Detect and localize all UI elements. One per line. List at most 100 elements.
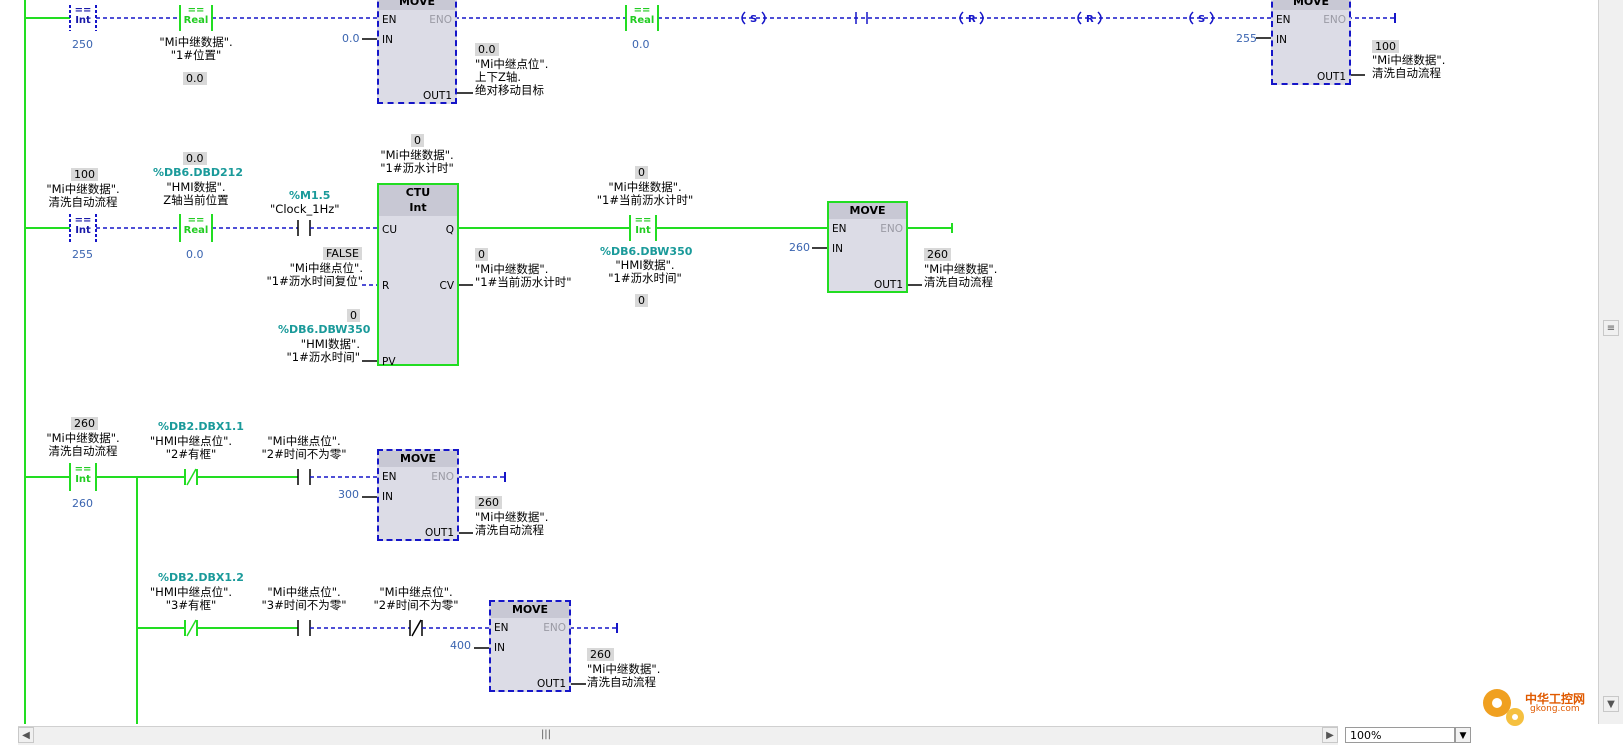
block-title: MOVE: [379, 0, 455, 10]
move-out-value: 260: [924, 248, 951, 261]
move2-out-value: 100: [1372, 40, 1399, 53]
block-title: MOVE: [379, 451, 457, 467]
compare-eq-real-contact-2[interactable]: ==Real: [629, 5, 655, 26]
compare-value-2: 0.0: [632, 38, 650, 51]
pin-in: IN: [382, 34, 393, 46]
clock-tag: "Clock_1Hz": [270, 202, 340, 216]
compare-value: 260: [72, 497, 93, 510]
move-in-value: 300: [338, 488, 359, 501]
compare-tag: "Mi中继数据". 清洗自动流程: [46, 182, 120, 209]
compare-eq-int-contact[interactable]: ==Int: [74, 5, 92, 26]
real-tag: "HMI数据". Z轴当前位置: [163, 180, 229, 207]
ctu-pv-value: 0: [347, 309, 360, 322]
logo-url: gkong.com: [1530, 704, 1580, 714]
move-block-2[interactable]: MOVE EN ENO IN OUT1: [1271, 0, 1351, 85]
pin-eno: ENO: [429, 14, 452, 26]
pin-en: EN: [1276, 14, 1291, 26]
move-in-value: 0.0: [342, 32, 360, 45]
pin-eno: ENO: [880, 223, 903, 235]
pin-cv: CV: [439, 280, 454, 292]
compare2-value: 0: [635, 294, 648, 307]
scroll-down-icon[interactable]: ▼: [1603, 696, 1619, 712]
move-out-tag: "Mi中继数据". 清洗自动流程: [475, 510, 549, 537]
pin-eno: ENO: [543, 622, 566, 634]
compare-eq-real-contact[interactable]: ==Real: [183, 215, 209, 236]
contact1-address: %DB2.DBX1.1: [158, 420, 244, 433]
move-block[interactable]: MOVE EN ENO IN OUT1: [377, 449, 459, 541]
compare-top-value: 100: [71, 168, 98, 181]
ctu-r-value: FALSE: [323, 247, 362, 260]
pin-en: EN: [382, 471, 397, 483]
ctu-cv-value: 0: [475, 248, 488, 261]
operand-tag: "Mi中继数据". "1#位置": [159, 35, 233, 62]
horizontal-scrollbar[interactable]: ◀ ||| ▶: [18, 726, 1338, 745]
real-address: %DB6.DBD212: [153, 166, 243, 179]
vertical-scrollbar[interactable]: ≡ ▼: [1598, 0, 1623, 724]
move-out-tag: "Mi中继点位". 上下Z轴. 绝对移动目标: [475, 57, 549, 97]
block-type: Int: [379, 200, 457, 216]
compare2-address: %DB6.DBW350: [600, 245, 693, 258]
scroll-thumb-grip-icon[interactable]: ≡: [1603, 320, 1619, 336]
pin-q: Q: [445, 224, 454, 236]
compare-eq-int-contact[interactable]: ==Int: [74, 464, 92, 485]
operand-value: 0.0: [183, 72, 207, 85]
ctu-cv-tag: "Mi中继数据". "1#当前沥水计时": [475, 262, 572, 289]
real-value: 0.0: [186, 248, 204, 261]
pin-out: OUT1: [1316, 71, 1346, 83]
ctu-instance-value: 0: [411, 134, 424, 147]
move2-out-tag: "Mi中继数据". 清洗自动流程: [1372, 53, 1446, 80]
contact2-tag: "Mi中继点位". "2#时间不为零": [261, 434, 347, 461]
block-title: MOVE: [1273, 0, 1349, 10]
compare-eq-int-contact-2[interactable]: ==Int: [634, 215, 652, 236]
compare2-top-value: 0: [635, 166, 648, 179]
pin-out: OUT1: [422, 90, 452, 102]
scroll-left-icon[interactable]: ◀: [18, 727, 34, 743]
pin-in: IN: [494, 642, 505, 654]
pin-eno: ENO: [1323, 14, 1346, 26]
pin-eno: ENO: [431, 471, 454, 483]
compare-tag: "Mi中继数据". 清洗自动流程: [46, 431, 120, 458]
compare-value: 255: [72, 248, 93, 261]
move2-in-value: 400: [450, 639, 471, 652]
pin-in: IN: [1276, 34, 1287, 46]
compare-eq-int-contact[interactable]: ==Int: [74, 215, 92, 236]
move-out-value: 0.0: [475, 43, 499, 56]
svg-text:R: R: [1086, 14, 1094, 25]
ctu-r-tag: "Mi中继点位". "1#沥水时间复位": [266, 261, 363, 288]
contact3-tag: "HMI中继点位". "3#有框": [149, 585, 233, 612]
contact3-address: %DB2.DBX1.2: [158, 571, 244, 584]
zoom-select[interactable]: 100%: [1345, 727, 1455, 743]
move-block[interactable]: MOVE EN ENO IN OUT1: [827, 201, 908, 293]
pin-out: OUT1: [424, 527, 454, 539]
contact1-tag: "HMI中继点位". "2#有框": [149, 434, 233, 461]
compare2-tag: "Mi中继数据". "1#当前沥水计时": [596, 180, 694, 207]
contact4-tag: "Mi中继点位". "3#时间不为零": [261, 585, 347, 612]
pin-in: IN: [382, 491, 393, 503]
move2-out-value: 260: [587, 648, 614, 661]
compare-eq-real-contact[interactable]: ==Real: [183, 5, 209, 26]
move2-out-tag: "Mi中继数据". 清洗自动流程: [587, 662, 661, 689]
block-title: MOVE: [491, 602, 569, 618]
chevron-down-icon[interactable]: ▼: [1455, 727, 1471, 743]
scroll-thumb-grip-icon[interactable]: |||: [538, 727, 554, 743]
gkong-logo-icon: [1483, 689, 1524, 726]
scroll-right-icon[interactable]: ▶: [1322, 727, 1338, 743]
ctu-pv-address: %DB6.DBW350: [278, 323, 371, 336]
move-block-2[interactable]: MOVE EN ENO IN OUT1: [489, 600, 571, 692]
move-out-tag: "Mi中继数据". 清洗自动流程: [924, 262, 998, 289]
pin-out: OUT1: [536, 678, 566, 690]
svg-text:S: S: [750, 14, 757, 25]
pin-pv: PV: [382, 356, 396, 368]
move-out-value: 260: [475, 496, 502, 509]
move-block[interactable]: MOVE EN ENO IN OUT1: [377, 0, 457, 104]
pin-en: EN: [382, 14, 397, 26]
pin-out: OUT1: [873, 279, 903, 291]
block-title: CTU: [379, 185, 457, 201]
svg-text:R: R: [968, 14, 976, 25]
ctu-instance-tag: "Mi中继数据". "1#沥水计时": [380, 148, 454, 175]
ctu-counter-block[interactable]: CTU Int CU Q R CV PV: [377, 183, 459, 368]
compare2-tag2: "HMI数据". "1#沥水时间": [608, 258, 682, 285]
pin-r: R: [382, 280, 390, 292]
